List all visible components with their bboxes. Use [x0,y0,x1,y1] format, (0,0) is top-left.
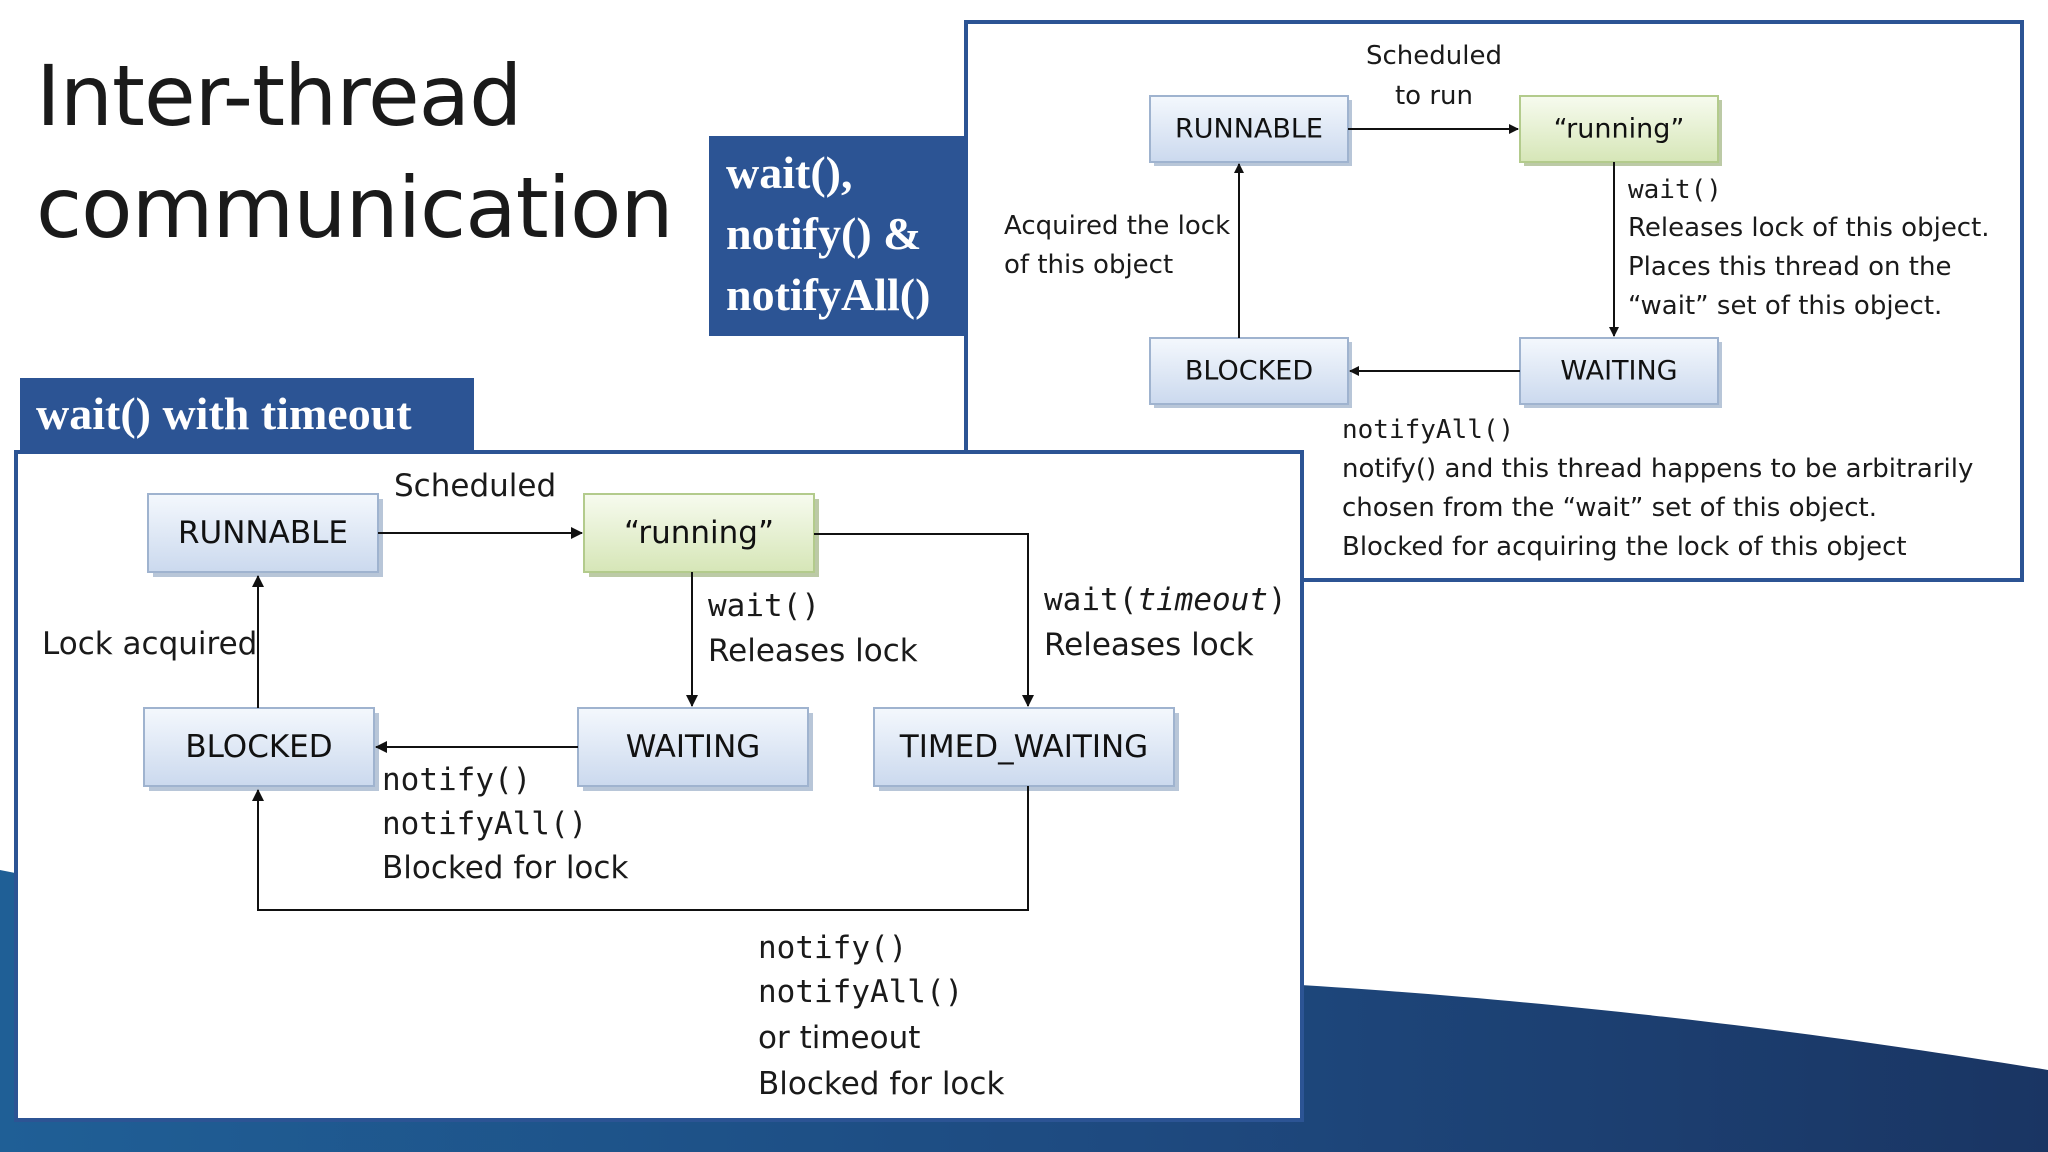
label-notifyall-call: notifyAll() [1342,415,1514,445]
wait-timeout-banner: wait() with timeout [20,378,474,450]
label-wait-call: wait() [1628,175,1722,205]
timeout-state-running: “running” [583,493,819,577]
wait-notify-banner: wait(), notify() & notifyAll() [709,136,967,336]
slide-title-line-2: communication [36,159,674,257]
timeout-label-notify-all: notifyAll() [382,806,587,842]
state-runnable-label: RUNNABLE [1175,114,1323,145]
timeout-state-runnable-label: RUNNABLE [178,515,348,551]
timeout-label-timed-notify-all: notifyAll() [758,974,963,1010]
slide-title-line-1: Inter-thread [36,47,522,145]
timeout-label-wait-call: wait() [708,588,820,624]
timeout-state-blocked-label: BLOCKED [185,729,332,765]
label-scheduled-line-2: to run [1395,81,1473,111]
timeout-label-timed-notify: notify() [758,930,907,966]
label-wait-desc-1: Releases lock of this object. [1628,213,1990,243]
wait-notify-banner-line-1: wait(), [726,147,853,198]
timeout-label-notify: notify() [382,762,531,798]
timeout-state-timed-waiting: TIMED_WAITING [873,707,1179,791]
timeout-label-or-timeout: or timeout [758,1020,920,1056]
timeout-label-timed-blocked: Blocked for lock [758,1066,1004,1102]
timeout-label-scheduled: Scheduled [394,468,556,504]
timeout-state-waiting: WAITING [577,707,813,791]
label-notify-desc-3: Blocked for acquiring the lock of this o… [1342,532,1907,562]
wait-timeout-panel: RUNNABLE “running” BLOCKED WAITING TIMED… [14,450,1304,1122]
timeout-label-wait-timeout: wait(timeout) [1044,582,1287,618]
label-acquired-line-2: of this object [1004,250,1173,280]
timeout-label-releases-lock: Releases lock [708,633,918,669]
timeout-state-runnable: RUNNABLE [147,493,383,577]
timeout-label-blocked-for-lock: Blocked for lock [382,850,628,886]
timeout-state-timed-waiting-label: TIMED_WAITING [899,729,1148,765]
label-wait-desc-2: Places this thread on the [1628,252,1951,282]
timeout-edge-timed-waiting-to-blocked [252,786,1029,911]
label-notify-desc-1: notify() and this thread happens to be a… [1342,454,1973,484]
state-blocked-label: BLOCKED [1185,356,1313,387]
state-blocked: BLOCKED [1149,337,1352,408]
timeout-state-running-label: “running” [624,515,774,551]
label-acquired-line-1: Acquired the lock [1004,211,1230,241]
state-waiting-label: WAITING [1560,356,1677,387]
timeout-label-lock-acquired: Lock acquired [42,626,257,662]
timeout-state-waiting-label: WAITING [626,729,761,765]
slide-title: Inter-thread communication [36,40,674,264]
label-notify-desc-2: chosen from the “wait” set of this objec… [1342,493,1877,523]
timeout-edge-running-to-timed-waiting [814,533,1034,707]
state-waiting: WAITING [1519,337,1722,408]
timeout-label-releases-lock-2: Releases lock [1044,627,1254,663]
timeout-state-blocked: BLOCKED [143,707,379,791]
state-running-label: “running” [1554,114,1685,145]
state-runnable: RUNNABLE [1149,95,1352,166]
state-running: “running” [1519,95,1722,166]
wait-notify-state-diagram: RUNNABLE “running” BLOCKED WAITING Sched… [1004,41,1990,562]
label-wait-desc-3: “wait” set of this object. [1628,291,1942,321]
label-scheduled-line-1: Scheduled [1366,41,1502,71]
wait-notify-banner-line-2: notify() & [726,208,922,259]
wait-timeout-state-diagram: RUNNABLE “running” BLOCKED WAITING TIMED… [42,468,1287,1102]
wait-notify-banner-line-3: notifyAll() [726,269,931,320]
